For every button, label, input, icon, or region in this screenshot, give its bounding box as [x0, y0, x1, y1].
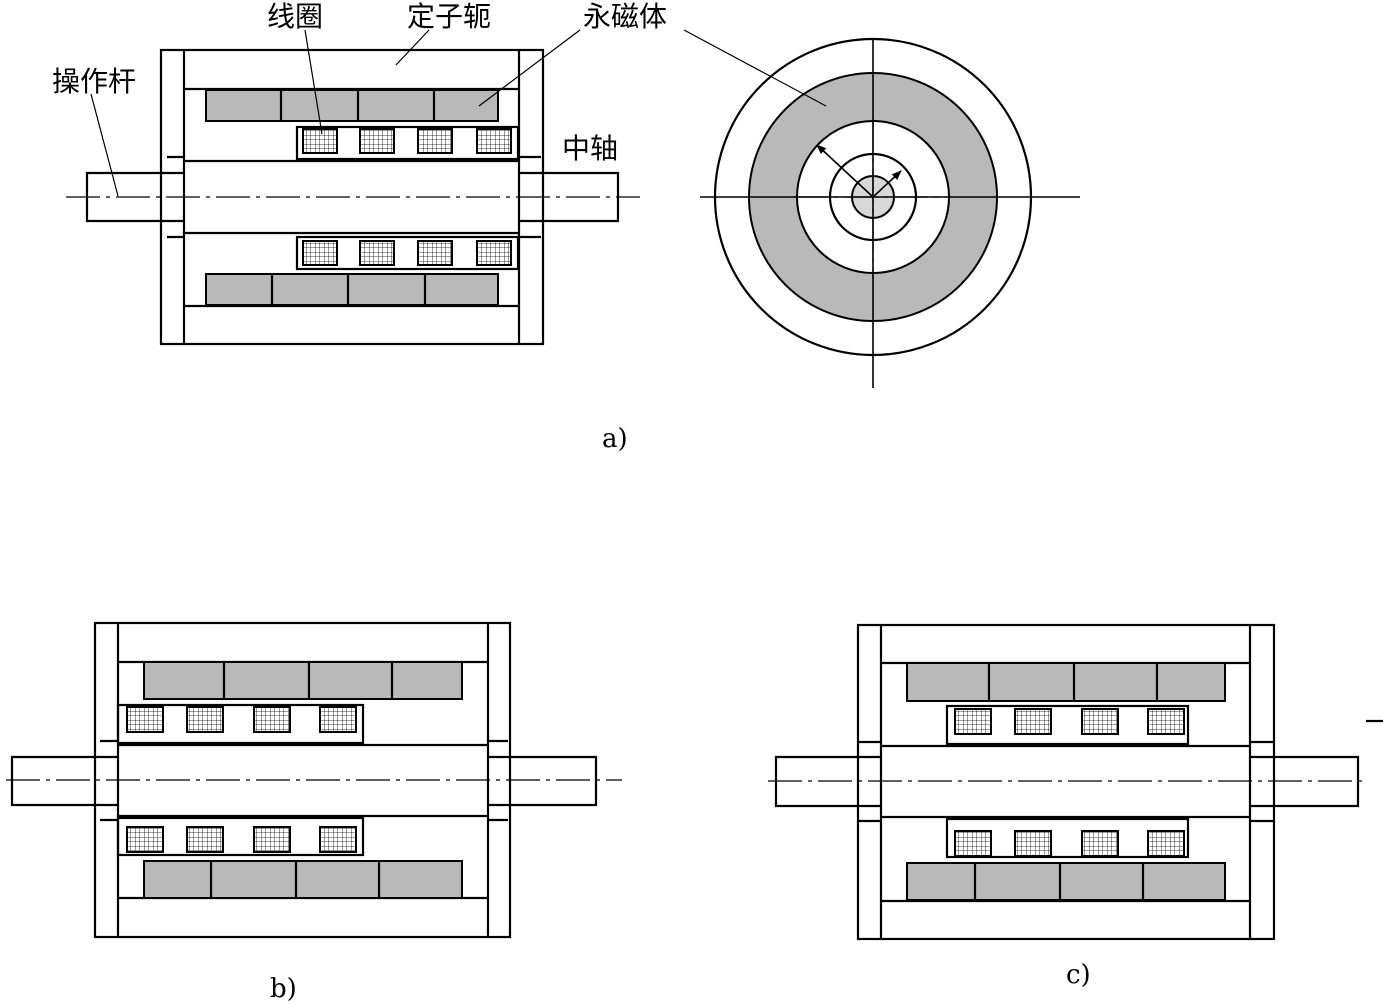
magnets-top-b [143, 661, 463, 700]
labels-a: 线圈 定子轭 永磁体 操作杆 中轴 a) [52, 0, 827, 454]
caption-a: a) [602, 424, 628, 454]
label-permanent-magnet: 永磁体 [583, 0, 667, 33]
magnets-bottom-c [906, 862, 1226, 901]
figure-a-side-section [66, 48, 640, 346]
figure-b: b) [6, 621, 622, 1004]
figure-c: c) [768, 623, 1383, 990]
label-operating-rod: 操作杆 [52, 65, 136, 98]
coils-a [302, 128, 512, 266]
label-center-shaft: 中轴 [562, 132, 618, 165]
radius-arrow-outer [816, 144, 874, 198]
label-coil: 线圈 [267, 0, 323, 33]
coils-b [126, 706, 357, 853]
coils-c [954, 708, 1185, 857]
magnets-bottom-a [205, 273, 499, 306]
caption-b: b) [270, 974, 297, 1004]
figure-a-end-view [700, 37, 1080, 388]
radius-arrow-inner [872, 170, 902, 198]
coil-frame-top-a [295, 125, 520, 161]
caption-c: c) [1066, 960, 1091, 990]
coil-frame-bottom-a [295, 235, 520, 271]
magnets-top-a [205, 89, 499, 122]
magnets-bottom-b [143, 860, 463, 899]
label-stator-yoke: 定子轭 [407, 0, 491, 33]
magnets-top-c [906, 662, 1226, 702]
